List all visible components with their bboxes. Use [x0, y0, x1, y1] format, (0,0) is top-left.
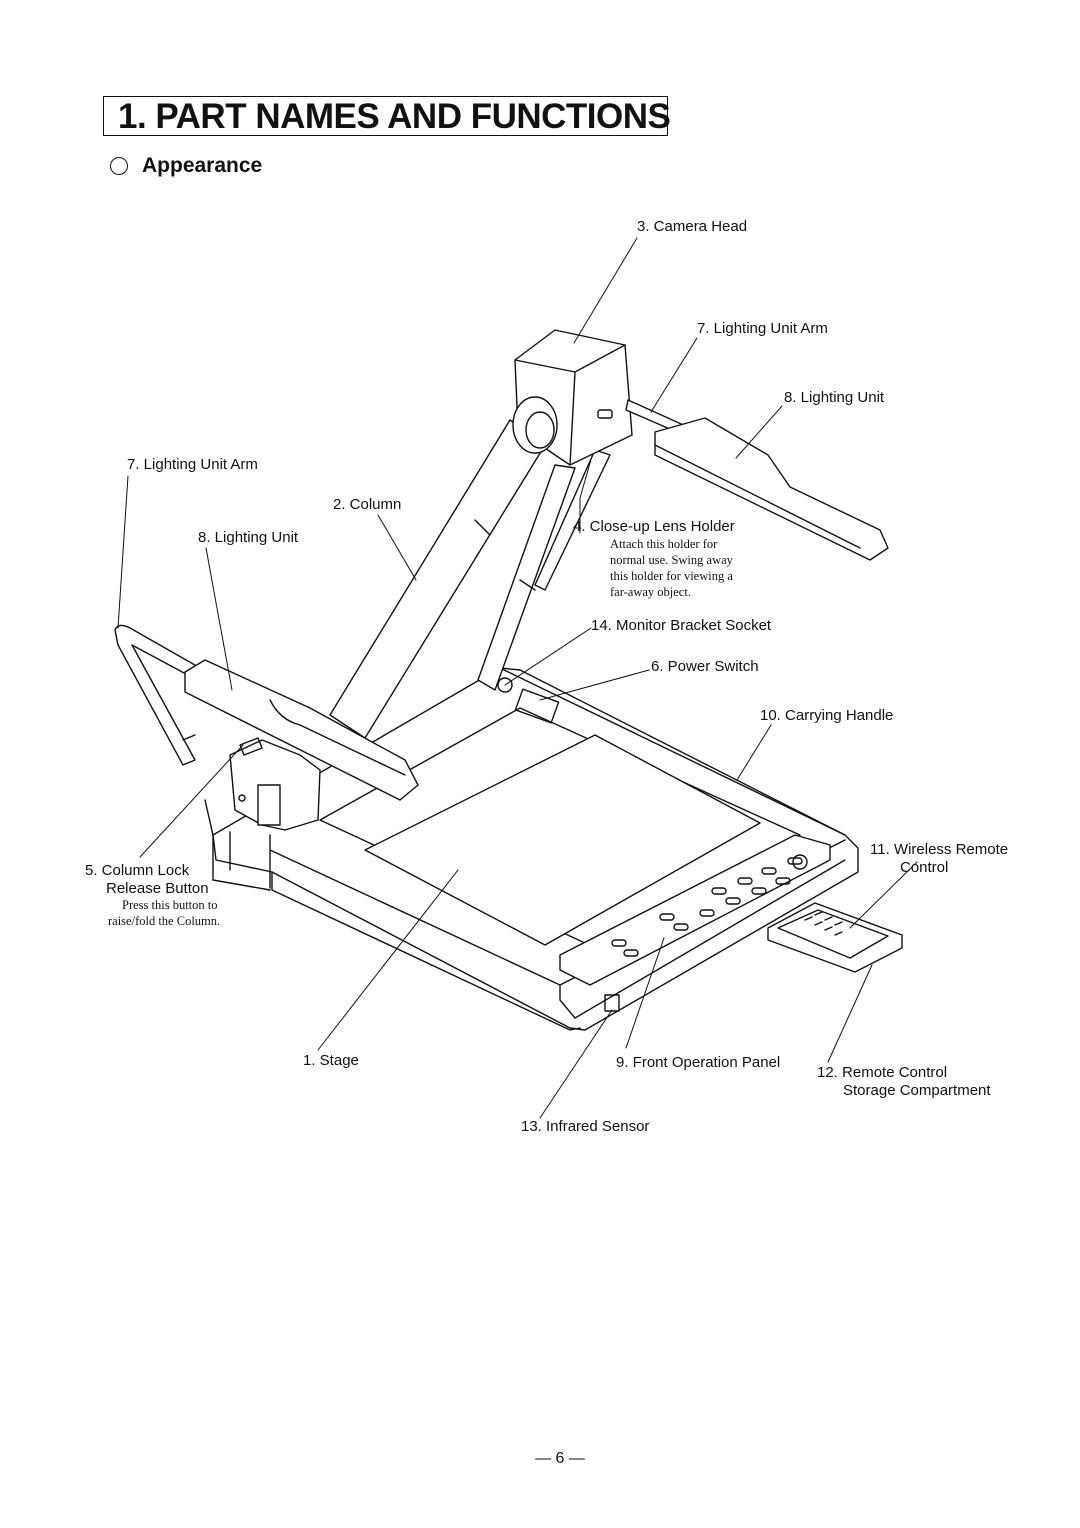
circle-bullet-icon	[110, 157, 128, 175]
label-wireless-remote-2: Control	[900, 859, 949, 876]
leader-lines	[117, 237, 918, 1119]
note-column-lock-2: raise/fold the Column.	[108, 914, 221, 928]
label-infrared-sensor: 13. Infrared Sensor	[521, 1118, 650, 1135]
label-column-lock-1: 5. Column Lock	[85, 862, 190, 879]
label-lighting-unit-left: 8. Lighting Unit	[198, 529, 299, 546]
label-lighting-unit-arm-right: 7. Lighting Unit Arm	[697, 320, 828, 337]
left-lighting-unit-drawing	[114, 624, 419, 836]
label-stage: 1. Stage	[303, 1052, 359, 1069]
page-number: — 6 —	[535, 1450, 585, 1467]
socket-drawing	[497, 677, 513, 693]
power-switch-drawing	[514, 688, 560, 724]
label-monitor-bracket-socket: 14. Monitor Bracket Socket	[591, 617, 772, 634]
label-remote-storage-1: 12. Remote Control	[817, 1064, 948, 1081]
label-lighting-unit-arm-left: 7. Lighting Unit Arm	[127, 456, 258, 473]
label-column-lock-2: Release Button	[106, 880, 209, 897]
column-drawing	[329, 419, 611, 739]
label-front-operation-panel: 9. Front Operation Panel	[616, 1054, 781, 1071]
label-camera-head: 3. Camera Head	[637, 218, 748, 235]
infrared-window-drawing	[604, 994, 620, 1012]
label-lighting-unit-right: 8. Lighting Unit	[784, 389, 885, 406]
camera-head-drawing	[512, 329, 633, 466]
label-wireless-remote-1: 11. Wireless Remote	[870, 841, 1009, 858]
note-closeup-1: Attach this holder for	[610, 537, 718, 551]
note-closeup-4: far-away object.	[610, 585, 691, 599]
label-column: 2. Column	[333, 496, 402, 513]
label-remote-storage-2: Storage Compartment	[843, 1082, 991, 1099]
note-closeup-2: normal use. Swing away	[610, 553, 733, 567]
note-column-lock-1: Press this button to	[122, 898, 218, 912]
label-carrying-handle: 10. Carrying Handle	[760, 707, 894, 724]
page-title-box: 1. PART NAMES AND FUNCTIONS	[103, 96, 671, 136]
label-closeup-lens-holder: 4. Close-up Lens Holder	[573, 518, 735, 535]
page-title: 1. PART NAMES AND FUNCTIONS	[118, 97, 671, 136]
label-power-switch: 6. Power Switch	[651, 658, 759, 675]
note-closeup-3: this holder for viewing a	[610, 569, 733, 583]
right-lighting-unit-drawing	[625, 399, 889, 561]
panel-button-drawings	[611, 854, 808, 957]
section-title: Appearance	[142, 154, 263, 177]
remote-drawer-drawing	[767, 902, 903, 973]
